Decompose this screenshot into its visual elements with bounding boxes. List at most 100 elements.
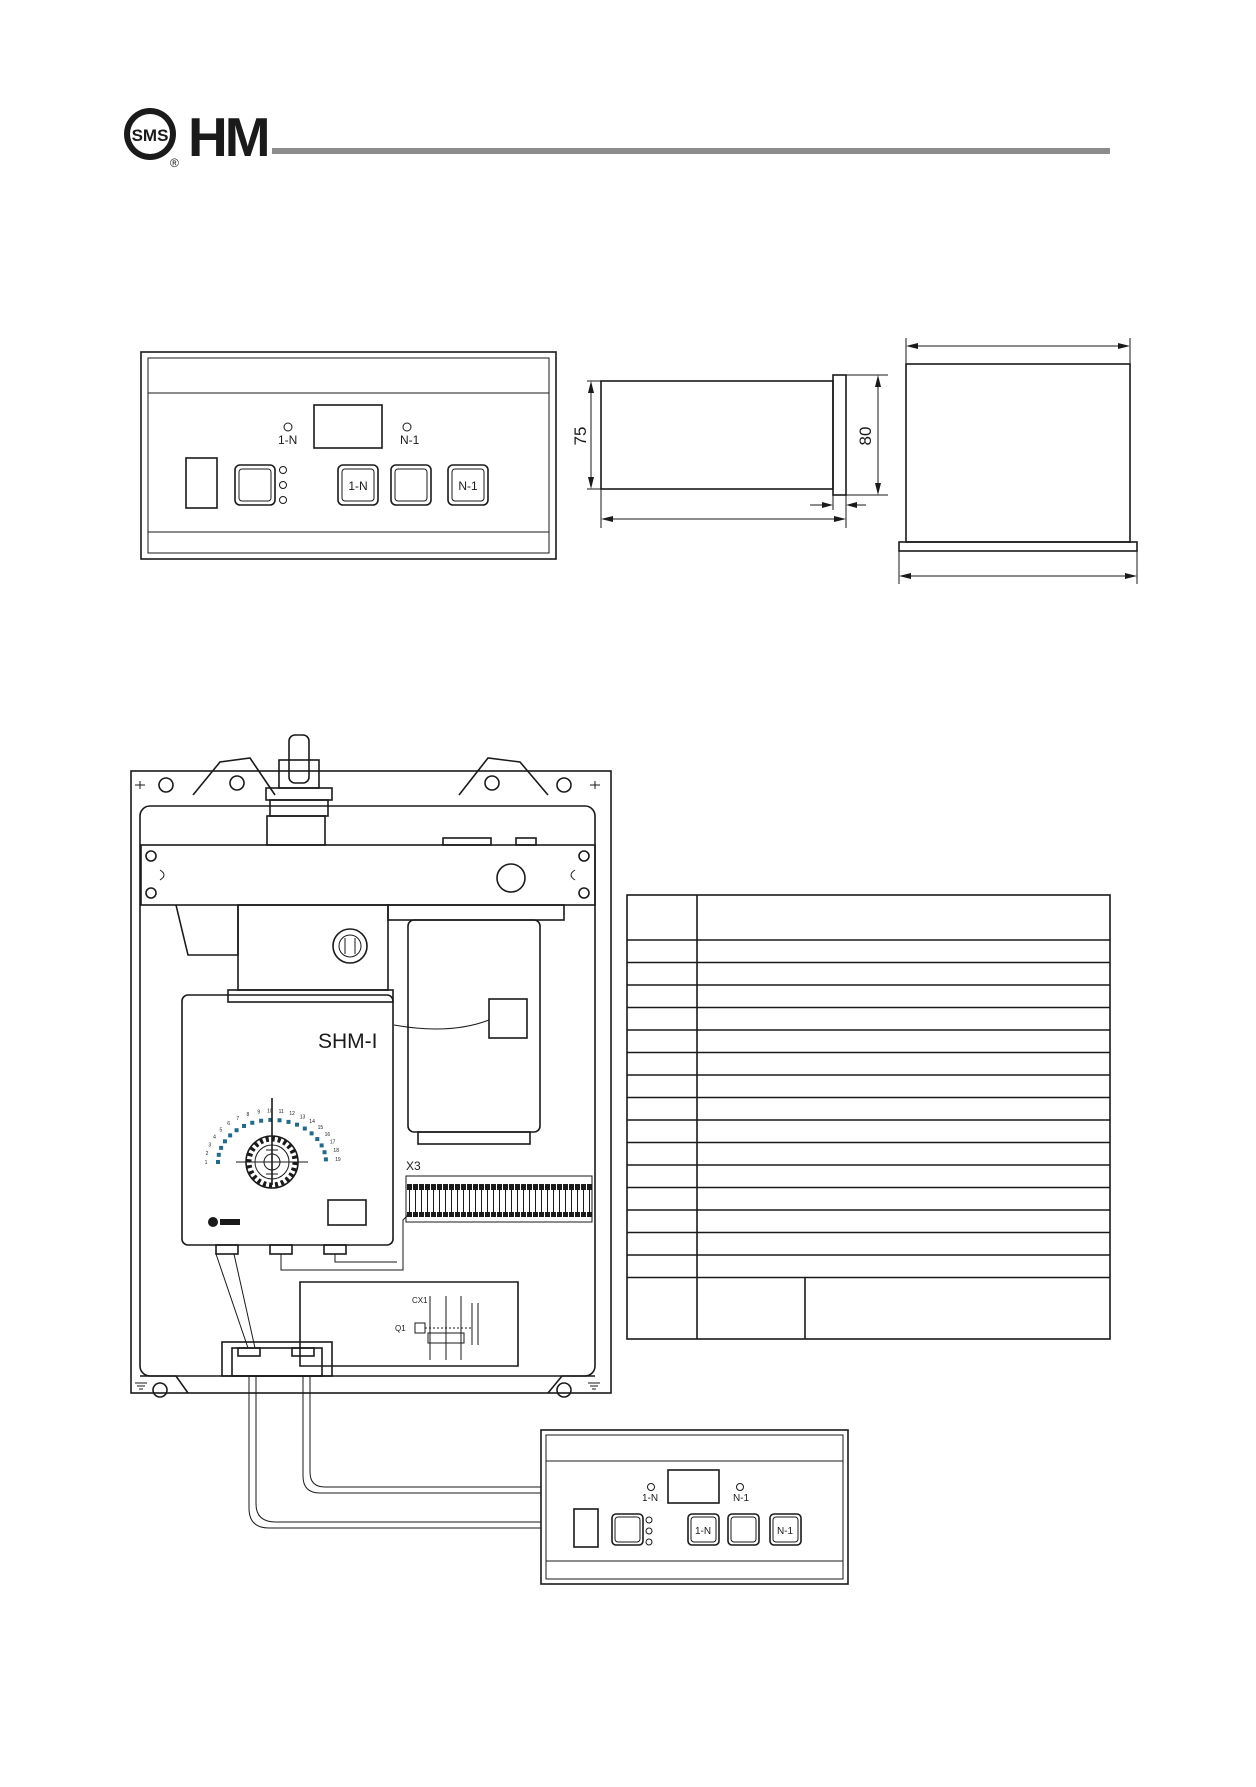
schematic-cx-label: CX1 bbox=[412, 1296, 428, 1305]
terminal-block bbox=[581, 1184, 586, 1190]
terminal-block bbox=[581, 1212, 586, 1217]
dimension-top-height: 80 bbox=[856, 427, 875, 446]
dial-scale-mark bbox=[242, 1123, 247, 1128]
dial-scale-number: 5 bbox=[219, 1127, 222, 1133]
dial-scale-number: 19 bbox=[335, 1157, 341, 1163]
terminal-block bbox=[413, 1184, 418, 1190]
dial-scale-mark bbox=[295, 1122, 300, 1127]
header-rule bbox=[272, 148, 1110, 154]
side-view-drawing: 75 80 bbox=[571, 374, 888, 528]
terminal-block bbox=[425, 1212, 430, 1217]
dial-scale-mark bbox=[322, 1150, 327, 1155]
front-indicator-label-left: 1-N bbox=[278, 433, 297, 447]
terminal-block bbox=[563, 1212, 568, 1217]
dial-scale-number: 6 bbox=[227, 1121, 230, 1127]
connection-cables bbox=[248, 1376, 541, 1529]
dial-scale-number: 15 bbox=[318, 1125, 324, 1131]
terminal-block bbox=[437, 1184, 442, 1190]
terminal-block bbox=[473, 1184, 478, 1190]
dial-scale-mark bbox=[259, 1118, 264, 1123]
dial-scale-number: 1 bbox=[205, 1160, 208, 1166]
dial-scale-mark bbox=[222, 1139, 227, 1144]
terminal-block bbox=[521, 1212, 526, 1217]
terminal-block bbox=[539, 1184, 544, 1190]
registered-mark: ® bbox=[170, 156, 179, 170]
wiring-schematic: CX1 Q1 bbox=[395, 1296, 479, 1360]
dial-scale-number: 9 bbox=[257, 1110, 260, 1116]
header-logo: SMS HM ® bbox=[124, 106, 271, 170]
schematic-q-label: Q1 bbox=[395, 1324, 406, 1333]
dial-scale-mark bbox=[309, 1131, 314, 1136]
terminal-block bbox=[431, 1184, 436, 1190]
terminal-block bbox=[467, 1184, 472, 1190]
dial-scale-mark bbox=[277, 1118, 282, 1123]
dial-scale-number: 8 bbox=[247, 1112, 250, 1118]
terminal-block bbox=[539, 1212, 544, 1217]
terminal-block bbox=[521, 1184, 526, 1190]
remote-button-1n-label: 1-N bbox=[695, 1526, 711, 1537]
dial-scale-mark bbox=[228, 1133, 233, 1138]
dial-scale-number: 14 bbox=[309, 1119, 315, 1125]
front-panel-display bbox=[313, 404, 383, 449]
dial-scale-number: 13 bbox=[300, 1114, 306, 1120]
logo-mark-text: SMS bbox=[132, 126, 169, 145]
terminal-block bbox=[455, 1184, 460, 1190]
remote-power-switch bbox=[573, 1508, 599, 1548]
dial-scale-mark bbox=[219, 1145, 224, 1150]
terminal-block bbox=[413, 1212, 418, 1217]
dial-scale-number: 16 bbox=[325, 1132, 331, 1138]
front-power-switch bbox=[185, 457, 218, 509]
terminal-block bbox=[467, 1212, 472, 1217]
terminal-block bbox=[455, 1212, 460, 1217]
dial-scale-mark bbox=[250, 1120, 255, 1125]
terminal-block bbox=[497, 1184, 502, 1190]
front-panel-drawing: 1-N N-1 1-N N-1 bbox=[140, 351, 557, 560]
dial-scale-number: 3 bbox=[208, 1143, 211, 1149]
terminal-block bbox=[557, 1184, 562, 1190]
terminal-block bbox=[515, 1212, 520, 1217]
terminal-block bbox=[443, 1212, 448, 1217]
terminal-block bbox=[533, 1212, 538, 1217]
terminal-strip-label: X3 bbox=[406, 1159, 421, 1173]
terminal-block bbox=[407, 1212, 412, 1217]
dial-scale-mark bbox=[216, 1160, 220, 1164]
terminal-block bbox=[509, 1184, 514, 1190]
terminal-block bbox=[569, 1184, 574, 1190]
front-button-n1 bbox=[447, 464, 489, 506]
terminal-block bbox=[587, 1184, 592, 1190]
terminal-block bbox=[449, 1184, 454, 1190]
remote-button-n1-label: N-1 bbox=[777, 1526, 794, 1537]
front-indicator-led-left bbox=[283, 422, 293, 432]
terminal-block bbox=[515, 1184, 520, 1190]
terminal-block bbox=[497, 1212, 502, 1217]
dimension-side-height: 75 bbox=[571, 427, 590, 446]
remote-panel-display bbox=[667, 1469, 720, 1504]
terminal-block bbox=[551, 1184, 556, 1190]
terminal-block bbox=[479, 1184, 484, 1190]
dial-scale-mark bbox=[323, 1157, 328, 1162]
actuator-model-label: SHM-I bbox=[318, 1030, 378, 1053]
dial-scale-mark bbox=[286, 1119, 291, 1124]
terminal-block bbox=[509, 1212, 514, 1217]
terminal-block bbox=[485, 1184, 490, 1190]
terminal-block bbox=[551, 1212, 556, 1217]
terminal-block bbox=[431, 1212, 436, 1217]
terminal-block bbox=[503, 1212, 508, 1217]
terminal-block bbox=[485, 1212, 490, 1217]
terminal-block bbox=[461, 1184, 466, 1190]
terminal-block bbox=[575, 1212, 580, 1217]
remote-indicator-label-right: N-1 bbox=[733, 1493, 750, 1504]
front-indicator-label-right: N-1 bbox=[400, 433, 420, 447]
remote-indicator-label-left: 1-N bbox=[642, 1493, 658, 1504]
front-button-n1-label: N-1 bbox=[458, 479, 478, 493]
top-view-drawing bbox=[898, 338, 1138, 584]
terminal-block bbox=[491, 1212, 496, 1217]
front-button-blank-1 bbox=[234, 464, 276, 506]
terminal-block bbox=[419, 1184, 424, 1190]
terminal-block bbox=[545, 1212, 550, 1217]
terminal-block bbox=[479, 1212, 484, 1217]
front-button-1n bbox=[337, 464, 379, 506]
terminal-block bbox=[575, 1184, 580, 1190]
